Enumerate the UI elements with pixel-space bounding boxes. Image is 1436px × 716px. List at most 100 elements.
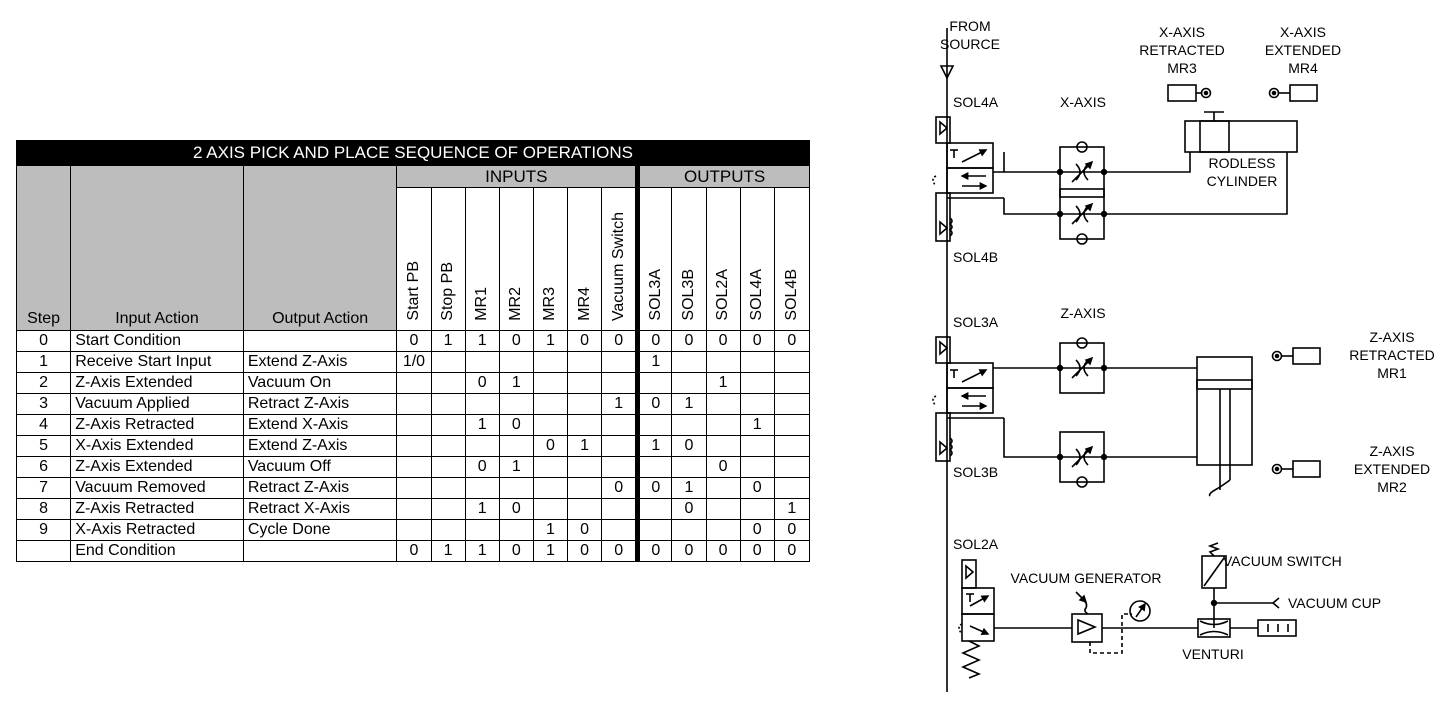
output-value-cell: 1 [635,351,673,373]
output-value-cell [705,477,741,499]
output-value-cell: 0 [671,498,707,520]
input-value-cell [601,435,639,457]
input-value-cell [464,477,500,499]
input-value-cell [566,456,603,478]
sequence-table: 2 AXIS PICK AND PLACE SEQUENCE OF OPERAT… [15,140,811,562]
output-value-cell [671,519,707,541]
output-action-cell: Vacuum On [242,372,398,394]
input-value-cell [396,393,432,415]
output-value-cell: 0 [773,540,811,562]
output-value-cell [705,414,741,436]
input-value-cell [464,519,500,541]
input-value-cell [532,351,569,373]
input-value-cell: 1 [430,330,466,352]
input-value-cell [566,498,603,520]
input-value-cell [430,498,466,520]
input-value-cell [430,519,466,541]
input-value-cell: 1 [566,435,603,457]
limit-switch-mr3-icon [1167,84,1212,102]
input-col-header: MR2 [498,187,534,331]
input-col-header: Start PB [396,187,432,331]
supply-line [939,28,955,692]
input-value-cell: 1 [532,540,569,562]
output-value-cell [671,456,707,478]
rodless-label-2: CYLINDER [1207,173,1278,189]
output-value-cell: 0 [739,477,775,499]
output-action-cell [242,330,398,352]
output-value-cell [635,498,673,520]
input-value-cell [566,414,603,436]
step-cell: 7 [15,477,72,499]
output-col-header: SOL3B [671,187,707,331]
input-col-label: MR2 [507,287,525,321]
output-action-header: Output Action [242,165,398,331]
output-value-cell: 0 [773,330,811,352]
from-source-label-2: SOURCE [940,36,1000,52]
output-value-cell: 0 [705,540,741,562]
input-value-cell [396,477,432,499]
output-col-header: SOL3A [635,187,673,331]
input-value-cell [498,519,534,541]
x-line-a [993,152,1005,173]
x-retracted-label-2: RETRACTED [1139,42,1225,58]
output-value-cell: 0 [635,330,673,352]
z-extended-label-2: EXTENDED [1354,461,1430,477]
input-value-cell: 1 [532,519,569,541]
input-value-cell [396,498,432,520]
z-retracted-label-3: MR1 [1377,365,1407,381]
input-value-cell [396,435,432,457]
input-value-cell: 0 [396,540,432,562]
output-value-cell [705,393,741,415]
step-cell: 5 [15,435,72,457]
input-value-cell [532,414,569,436]
output-col-header: SOL4B [773,187,811,331]
input-value-cell [601,414,639,436]
input-value-cell [601,498,639,520]
output-value-cell: 0 [635,540,673,562]
output-value-cell [773,435,811,457]
input-action-cell: End Condition [70,540,244,562]
vacuum-switch-label: VACUUM SWITCH [1223,553,1342,569]
z-extended-label-3: MR2 [1377,479,1407,495]
step-cell: 2 [15,372,72,394]
input-value-cell: 1 [464,414,500,436]
input-value-cell [396,519,432,541]
output-value-cell [671,414,707,436]
input-value-cell [532,456,569,478]
input-action-cell: Z-Axis Retracted [70,498,244,520]
x-line-b [1003,198,1060,215]
input-value-cell [430,372,466,394]
input-action-cell: X-Axis Extended [70,435,244,457]
output-value-cell [739,393,775,415]
output-value-cell: 0 [739,330,775,352]
flow-control-x-upper-icon [1056,141,1108,198]
table-title: 2 AXIS PICK AND PLACE SEQUENCE OF OPERAT… [16,140,810,166]
output-value-cell: 0 [671,540,707,562]
step-cell: 0 [15,330,72,352]
output-value-cell [705,351,741,373]
input-value-cell [396,456,432,478]
input-value-cell: 0 [566,519,603,541]
input-value-cell [464,393,500,415]
output-value-cell [739,435,775,457]
step-cell: 1 [15,351,72,373]
input-value-cell [396,372,432,394]
valve-sol4-icon [932,116,994,242]
input-value-cell: 0 [498,414,534,436]
output-value-cell [739,372,775,394]
valve-sol2-icon [958,559,995,679]
output-value-cell [705,498,741,520]
input-value-cell [464,351,500,373]
valve-sol3-icon [932,336,994,462]
sol3b-label: SOL3B [953,464,998,480]
input-value-cell: 0 [498,498,534,520]
input-col-header: MR4 [566,187,603,331]
input-col-label: Start PB [404,261,422,321]
vacuum-generator-label: VACUUM GENERATOR [1011,570,1162,586]
